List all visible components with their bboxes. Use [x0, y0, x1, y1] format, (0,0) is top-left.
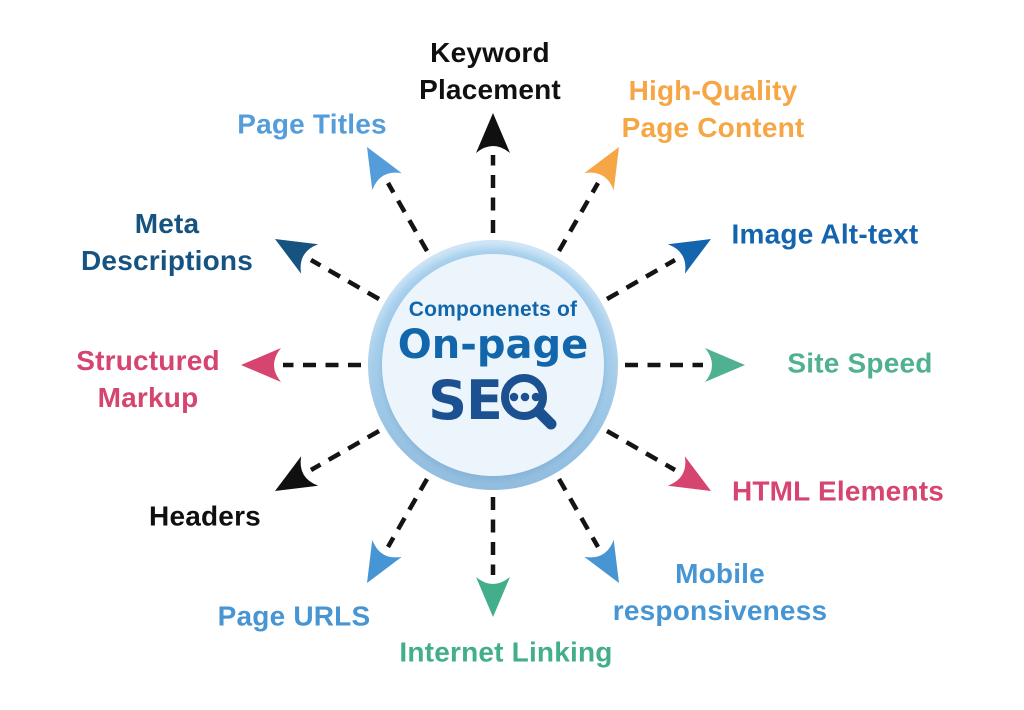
center-circle: Componenets of On-page SE: [368, 240, 618, 490]
spoke-image-alt-text: [605, 239, 711, 301]
arrowhead-left-icon: [241, 348, 281, 382]
spoke-high-quality-page-content: [557, 147, 619, 253]
spoke-dash-line: [386, 477, 429, 549]
spoke-mobile-responsiveness: [557, 477, 619, 583]
spoke-page-titles: [367, 147, 429, 253]
spoke-keyword-placement: [476, 113, 510, 233]
arrowhead-up-right-icon: [667, 239, 711, 274]
label-image-alt-text: Image Alt-text: [731, 218, 919, 250]
spoke-page-urls: [367, 477, 429, 583]
arrowhead-down-right-icon: [584, 539, 619, 583]
seo-letters: SE: [428, 368, 503, 432]
spoke-html-elements: [605, 429, 711, 491]
spoke-headers: [275, 429, 381, 491]
arrowhead-down-left-icon: [275, 456, 319, 491]
label-internet-linking: Internet Linking: [399, 636, 613, 668]
arrowhead-down-right-icon: [667, 456, 711, 491]
label-keyword-placement: Keyword Placement: [419, 37, 561, 105]
label-high-quality-page-content: High-Quality Page Content: [621, 75, 805, 143]
arrowhead-down-icon: [476, 577, 510, 617]
center-title: On-page: [397, 321, 589, 368]
magnifier-icon: [500, 373, 557, 429]
arrowhead-up-right-icon: [584, 147, 619, 191]
spoke-structured-markup: [241, 348, 361, 382]
spoke-dash-line: [557, 181, 600, 253]
label-page-titles: Page Titles: [237, 108, 387, 140]
arrowhead-up-left-icon: [275, 239, 319, 274]
spoke-site-speed: [625, 348, 745, 382]
label-site-speed: Site Speed: [787, 347, 933, 379]
arrowhead-up-left-icon: [367, 147, 402, 191]
spoke-dash-line: [557, 477, 600, 549]
spoke-dash-line: [386, 181, 429, 253]
spoke-dash-line: [605, 429, 677, 472]
spoke-meta-descriptions: [275, 239, 381, 301]
label-structured-markup: Structured Markup: [76, 345, 220, 413]
label-html-elements: HTML Elements: [731, 475, 945, 507]
label-page-urls: Page URLS: [217, 600, 371, 632]
label-meta-descriptions: Meta Descriptions: [81, 208, 253, 276]
arrowhead-right-icon: [705, 348, 745, 382]
center-subtitle: Componenets of: [408, 297, 578, 321]
seo-wordmark: SE: [428, 369, 558, 433]
spoke-dash-line: [309, 258, 381, 301]
arrowhead-down-left-icon: [367, 539, 402, 583]
spoke-internet-linking: [476, 497, 510, 617]
arrowhead-up-icon: [476, 113, 510, 153]
label-mobile-responsiveness: Mobile responsiveness: [612, 558, 828, 626]
label-headers: Headers: [149, 500, 261, 532]
spoke-dash-line: [309, 429, 381, 472]
center-circle-inner: Componenets of On-page SE: [382, 254, 604, 476]
spoke-dash-line: [605, 258, 677, 301]
